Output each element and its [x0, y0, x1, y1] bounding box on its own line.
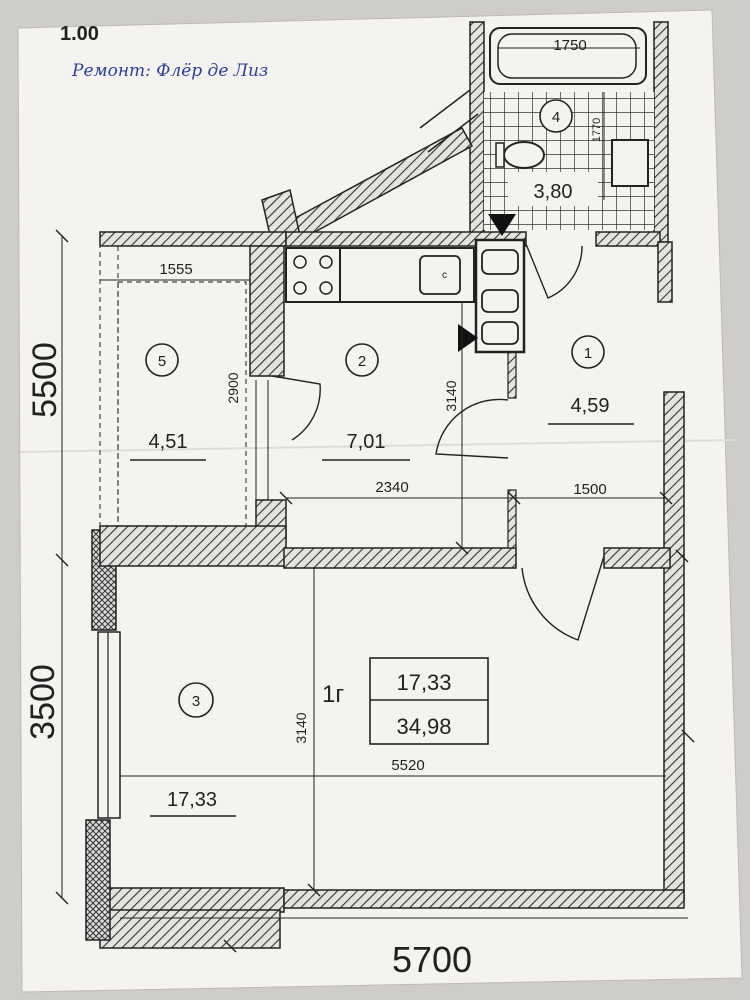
total-area-value: 34,98 — [396, 714, 451, 739]
area-summary-box — [369, 657, 489, 745]
stove-icon — [285, 247, 341, 303]
living-area-value: 17,33 — [396, 670, 451, 695]
bottom-wall — [283, 889, 685, 909]
room-3-number: 3 — [192, 693, 200, 710]
dimension-ticks — [55, 229, 695, 953]
bathtub-icon — [489, 27, 647, 85]
room-5-number: 5 — [158, 353, 166, 370]
top-wall — [285, 231, 527, 247]
riser-marker-icon — [458, 324, 478, 352]
utility-pipe — [481, 321, 519, 345]
bathroom-wall — [653, 21, 669, 243]
utility-pipe — [481, 289, 519, 313]
room-number-circle — [345, 343, 379, 377]
counter-icon — [339, 247, 475, 303]
diagonal-door-line — [427, 113, 479, 153]
dim-balcony-height: 2900 — [225, 372, 241, 403]
dim-left-upper: 5500 — [26, 342, 64, 418]
bathroom-wall — [469, 21, 485, 243]
paper-sheet — [17, 9, 743, 993]
wall-1-3 — [603, 547, 671, 569]
room-number-circle — [539, 99, 573, 133]
dim-bath-height: 1770 — [591, 118, 603, 142]
dim-bath-width: 1750 — [553, 37, 586, 54]
dim-kitchen-height: 3140 — [443, 380, 459, 411]
wall-2-1-lower — [507, 489, 517, 549]
diagonal-door-line — [419, 89, 471, 129]
sink-icon — [419, 255, 461, 295]
dim-hall-width: 1500 — [573, 481, 606, 498]
paper-fold — [19, 439, 736, 453]
burner — [319, 255, 333, 269]
room-number-circle — [571, 335, 605, 369]
bathtub-inner — [497, 33, 637, 79]
washbasin-icon — [611, 139, 649, 187]
right-wall-upper — [657, 241, 673, 303]
dim-bottom-total: 5700 — [392, 939, 472, 980]
wall-under-balcony — [99, 525, 287, 567]
room-1-number: 1 — [584, 345, 592, 362]
top-wall — [99, 231, 287, 247]
sink-mark: c — [442, 270, 447, 281]
bottom-wall — [99, 887, 285, 913]
room-number-circle — [145, 343, 179, 377]
apartment-type-label: 1г — [322, 681, 344, 708]
dim-balcony-width: 1555 — [159, 261, 192, 278]
door-swing — [525, 243, 583, 299]
burner — [319, 281, 333, 295]
top-mark: 1.00 — [60, 23, 99, 45]
room-5-area: 4,51 — [149, 431, 188, 453]
room-4-area: 3,80 — [534, 181, 573, 203]
riser-marker-icon — [488, 214, 516, 236]
right-wall-lower — [663, 391, 685, 901]
left-window — [97, 631, 121, 819]
dim-left-lower: 3500 — [24, 664, 62, 740]
room-2-area: 7,01 — [347, 431, 386, 453]
dim-kitchen-width: 2340 — [375, 479, 408, 496]
burner — [293, 281, 307, 295]
wall-5-2 — [249, 245, 285, 377]
bottom-wall-base — [99, 909, 281, 949]
dim-living-width: 5520 — [391, 757, 424, 774]
room-3-area: 17,33 — [167, 789, 217, 811]
room-1-area: 4,59 — [571, 395, 610, 417]
toilet-tank — [495, 142, 505, 168]
room-2-number: 2 — [358, 353, 366, 370]
door-swing — [271, 375, 321, 441]
room-number-circle — [178, 682, 214, 718]
room-4-number: 4 — [552, 109, 560, 126]
toilet-icon — [503, 141, 545, 169]
room-4-area-plate — [508, 172, 598, 206]
handwritten-note: Ремонт: Флёр де Лиз — [71, 61, 268, 81]
door-swing — [521, 555, 605, 641]
wall-2-3 — [283, 547, 517, 569]
burner — [293, 255, 307, 269]
wall-2-1 — [507, 349, 517, 399]
utility-shaft — [474, 238, 526, 354]
utility-pipe — [481, 249, 519, 275]
bathroom-block — [469, 21, 669, 243]
door-swing — [435, 398, 509, 459]
top-wall — [595, 231, 661, 247]
dim-living-height: 3140 — [293, 712, 309, 743]
left-wall-living — [85, 819, 111, 941]
